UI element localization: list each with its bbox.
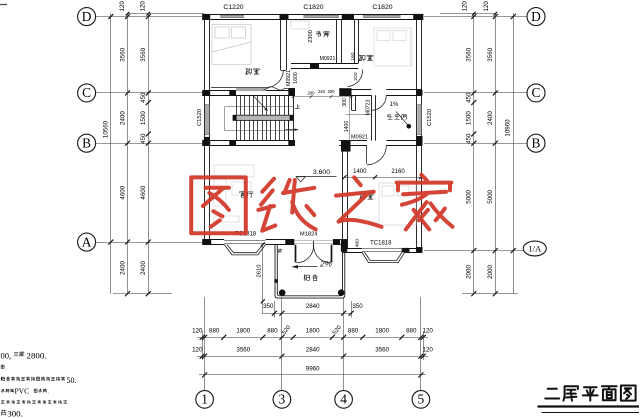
svg-text:A: A	[82, 234, 92, 249]
svg-text:3560: 3560	[236, 347, 250, 354]
svg-text:2800.: 2800.	[27, 350, 47, 360]
svg-text:520: 520	[332, 324, 343, 336]
svg-text:2400: 2400	[487, 111, 494, 125]
svg-text:4600: 4600	[119, 185, 126, 199]
svg-text:C1220: C1220	[223, 4, 243, 11]
svg-text:880: 880	[406, 328, 417, 335]
svg-text:3560: 3560	[140, 47, 147, 61]
svg-text:2840: 2840	[306, 347, 320, 354]
svg-text:520: 520	[281, 324, 292, 336]
svg-text:300: 300	[342, 98, 348, 107]
svg-text:50.: 50.	[67, 376, 77, 385]
svg-text:350: 350	[352, 303, 363, 310]
svg-text:2610: 2610	[256, 264, 262, 278]
svg-text:3560: 3560	[465, 47, 472, 61]
svg-text:C1520: C1520	[197, 108, 203, 126]
svg-text:D: D	[531, 9, 541, 24]
svg-text:200: 200	[307, 90, 315, 95]
svg-text:1800: 1800	[236, 328, 250, 335]
svg-text:4: 4	[340, 392, 347, 407]
svg-text:M0921: M0921	[286, 70, 292, 86]
svg-text:2840: 2840	[306, 303, 320, 310]
svg-text:1500: 1500	[140, 111, 147, 125]
svg-text:200: 200	[353, 72, 359, 80]
svg-text:1800: 1800	[375, 328, 389, 335]
svg-text:200: 200	[327, 89, 335, 94]
svg-text:5000: 5000	[487, 189, 494, 203]
svg-text:M0921: M0921	[351, 135, 368, 141]
svg-text:10960: 10960	[505, 119, 512, 137]
svg-text:M0921: M0921	[320, 56, 336, 62]
svg-text:120: 120	[461, 1, 468, 12]
svg-text:2300: 2300	[308, 30, 314, 43]
svg-text:B: B	[82, 136, 91, 151]
svg-text:350: 350	[263, 303, 274, 310]
svg-text:880: 880	[209, 328, 220, 335]
svg-text:450: 450	[140, 92, 147, 103]
svg-text:2000: 2000	[487, 265, 494, 279]
svg-text:2000: 2000	[465, 265, 472, 279]
svg-text:240: 240	[318, 89, 326, 94]
svg-text:1600: 1600	[293, 72, 299, 84]
svg-text:2400: 2400	[119, 111, 126, 125]
svg-text:C: C	[82, 85, 91, 100]
svg-text:1800: 1800	[306, 328, 320, 335]
svg-text:2160: 2160	[391, 169, 405, 175]
svg-text:4600: 4600	[140, 185, 147, 199]
svg-text:1%: 1%	[390, 102, 399, 108]
svg-text:120: 120	[423, 347, 434, 354]
svg-text:450: 450	[465, 92, 472, 103]
svg-text:300.: 300.	[7, 408, 23, 418]
svg-text:00,: 00,	[1, 350, 12, 360]
svg-text:C: C	[532, 85, 541, 100]
svg-text:5: 5	[418, 392, 425, 407]
svg-text:160: 160	[350, 52, 356, 60]
svg-text:3560: 3560	[119, 47, 126, 61]
svg-text:1/A: 1/A	[528, 244, 542, 254]
svg-text:3560: 3560	[375, 347, 389, 354]
svg-text:120: 120	[483, 1, 490, 12]
svg-text:450: 450	[140, 133, 147, 144]
svg-text:2%: 2%	[319, 259, 334, 269]
svg-text:9960: 9960	[306, 365, 320, 372]
svg-text:C1820: C1820	[372, 4, 392, 11]
svg-text:D: D	[82, 9, 92, 24]
svg-text:M1824: M1824	[300, 231, 318, 237]
svg-text:120: 120	[192, 328, 203, 335]
svg-text:1: 1	[201, 392, 208, 407]
svg-text:3: 3	[279, 392, 286, 407]
svg-text:3.600: 3.600	[313, 169, 330, 176]
svg-text:C1820: C1820	[303, 4, 323, 11]
svg-text:.: .	[6, 365, 8, 371]
svg-text:120: 120	[423, 328, 434, 335]
svg-text:B: B	[532, 136, 541, 151]
svg-text:1400: 1400	[353, 169, 367, 175]
svg-text:PVC: PVC	[15, 387, 30, 396]
svg-text:5000: 5000	[465, 189, 472, 203]
svg-text:2400: 2400	[140, 261, 147, 275]
svg-text:880: 880	[267, 328, 278, 335]
svg-text:C1520: C1520	[427, 108, 433, 126]
svg-text:120: 120	[140, 1, 147, 12]
svg-text:2400: 2400	[119, 261, 126, 275]
svg-text:880: 880	[348, 328, 359, 335]
svg-text:TC1818: TC1818	[370, 241, 392, 247]
svg-text:120: 120	[192, 347, 203, 354]
svg-text:450: 450	[465, 133, 472, 144]
svg-text:10560: 10560	[102, 120, 109, 138]
svg-text:400: 400	[355, 239, 361, 247]
svg-text:.: .	[48, 389, 50, 395]
svg-text:1400: 1400	[344, 121, 350, 133]
svg-text:M0723: M0723	[365, 100, 371, 116]
svg-text:1500: 1500	[465, 111, 472, 125]
svg-text:120: 120	[119, 1, 126, 12]
svg-text:3560: 3560	[487, 47, 494, 61]
